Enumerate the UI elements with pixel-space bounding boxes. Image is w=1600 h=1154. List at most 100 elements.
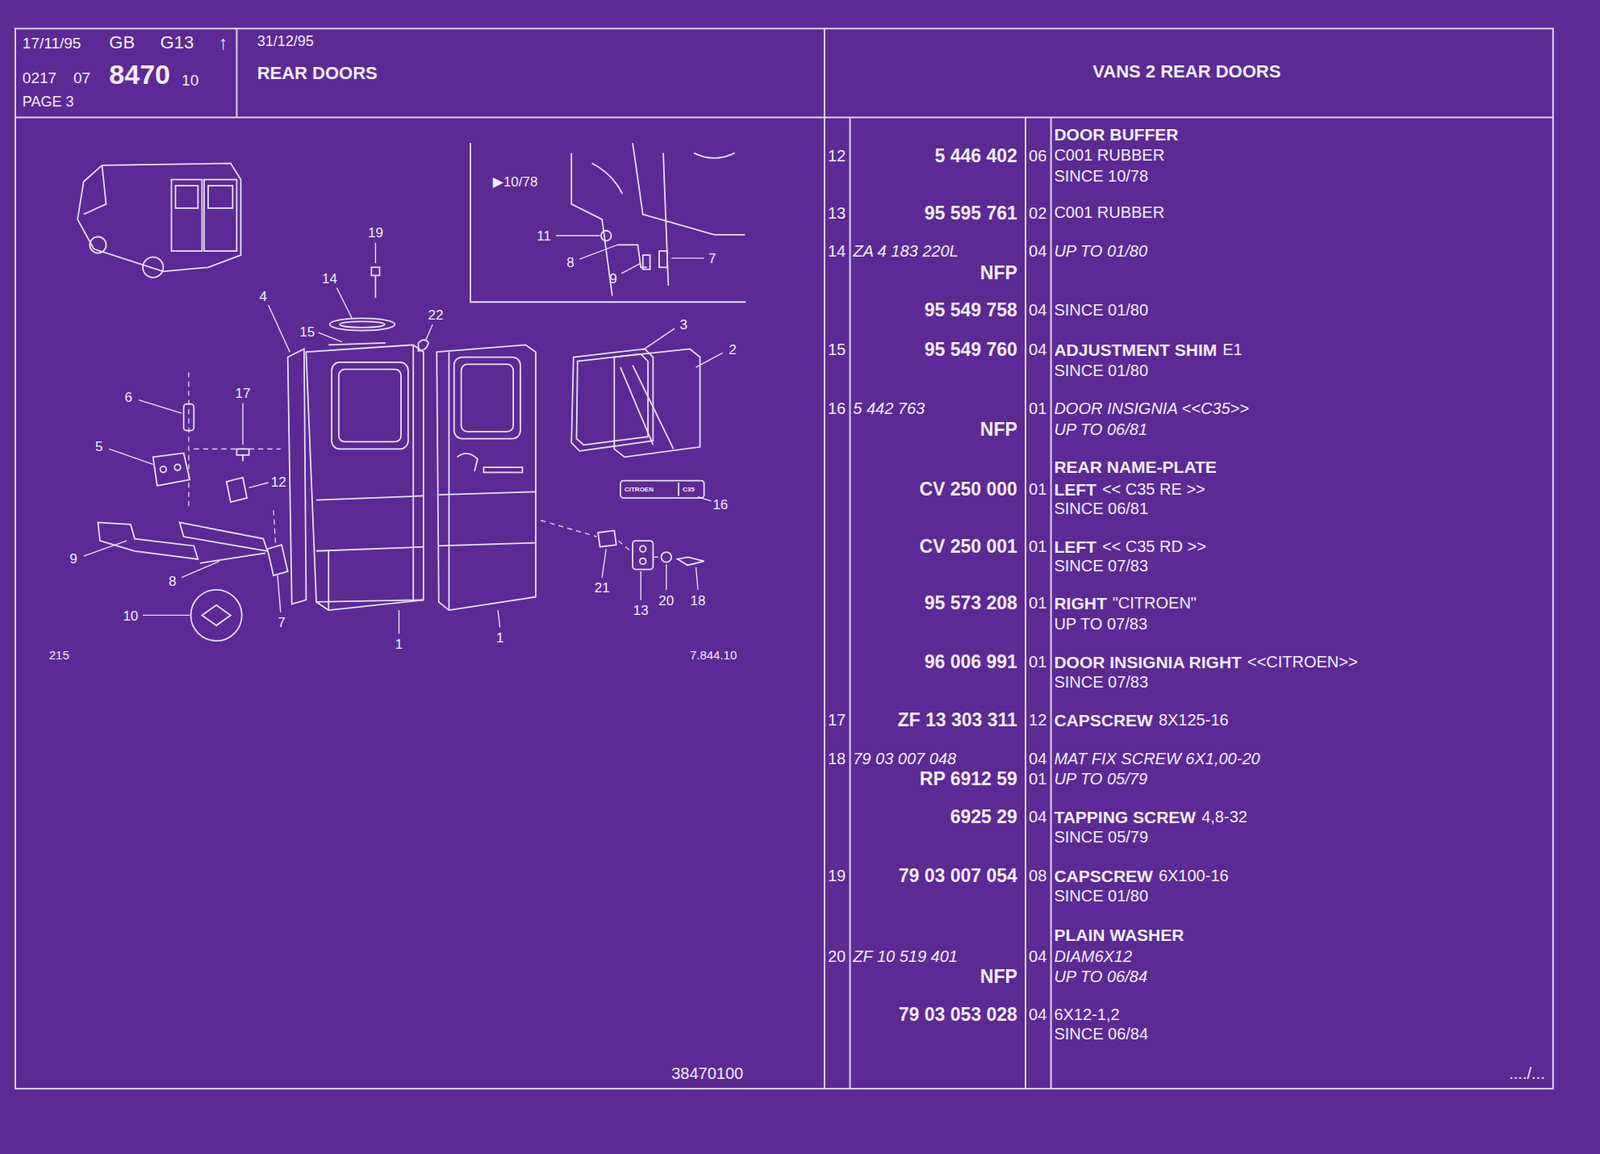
table-cell: 17 [827, 711, 846, 728]
table-cell: SINCE 01/80 [1053, 362, 1149, 379]
callout-number: 7 [277, 615, 285, 630]
callout-number: 10 [122, 608, 138, 623]
table-cell: 04 [1028, 808, 1047, 825]
callout-number: 13 [633, 603, 649, 618]
callout-number: 5 [95, 438, 103, 453]
table-cell: 16 [827, 400, 846, 417]
table-cell: 01 [1028, 770, 1047, 787]
table-cell: 6X12-1,2 [1053, 1006, 1120, 1023]
part-reference: NFP [980, 420, 1018, 439]
callout-number: 1 [496, 630, 504, 645]
table-cell: 38470100 [671, 1065, 744, 1082]
part-reference: RP 6912 59 [919, 768, 1018, 788]
part-reference: 6925 29 [950, 806, 1018, 826]
part-name: CAPSCREW [1053, 867, 1154, 885]
table-cell: 14 [827, 242, 846, 260]
callout-number: 8 [168, 573, 176, 588]
part-reference: 95 549 760 [924, 339, 1018, 359]
table-cell: "CITROEN" [1112, 594, 1197, 611]
table-cell: E1 [1222, 341, 1242, 358]
header-text: 17/11/95 [22, 35, 82, 51]
callout-number: 18 [690, 593, 707, 607]
table-cell: ZF 10 519 401 [852, 948, 958, 965]
table-cell: 5 442 763 [852, 400, 925, 417]
table-cell: SINCE 06/84 [1053, 1025, 1149, 1042]
table-cell: 04 [1028, 341, 1047, 358]
header-cell: 17/11/95 GB G13 ↑ 0217 07 8470 10PAGE 3 [15, 28, 237, 117]
callout-number: 21 [594, 580, 610, 595]
callout-number: 8 [566, 255, 574, 270]
table-cell: 01 [1028, 480, 1047, 498]
part-reference: 79 03 007 054 [898, 866, 1018, 886]
part-name: REAR NAME-PLATE [1053, 457, 1216, 475]
table-cell: C001 RUBBER [1053, 146, 1165, 163]
table-cell: 04 [1028, 750, 1047, 767]
part-name: LEFT [1053, 537, 1097, 555]
table-cell: 08 [1028, 867, 1047, 884]
part-reference: 96 006 991 [924, 651, 1018, 671]
part-reference: CV 250 001 [919, 536, 1017, 556]
part-reference: ZF 13 303 311 [898, 710, 1018, 729]
table-cell: 04 [1028, 301, 1047, 318]
table-cell: SINCE 07/83 [1053, 673, 1149, 690]
callout-number: 20 [658, 593, 674, 607]
table-cell: 8X125-16 [1158, 711, 1229, 728]
part-name: DOOR BUFFER [1053, 125, 1179, 143]
table-cell: 4,8-32 [1201, 808, 1248, 825]
callout-number: 14 [321, 271, 338, 286]
callout-number: 16 [712, 497, 728, 511]
header-text: G13 [160, 33, 195, 52]
callout-number: 4 [259, 288, 268, 303]
part-reference: NFP [980, 263, 1018, 282]
part-name: RIGHT [1053, 594, 1107, 612]
header-text: PAGE 3 [22, 94, 75, 109]
header-text: ↑ [218, 33, 229, 53]
drawing-ref: 215 [49, 647, 70, 661]
header-text: 10 [181, 71, 199, 88]
table-cell: SINCE 01/80 [1053, 301, 1149, 318]
header-text: GB [108, 33, 135, 52]
header-cell: VANS 2 REAR DOORS [824, 28, 1554, 117]
header-text: 0217 [22, 70, 57, 86]
callout-number: 6 [125, 389, 133, 404]
frame [15, 28, 1554, 1089]
table-cell: <<CITROEN>> [1247, 653, 1358, 670]
table-cell: SINCE 01/80 [1053, 887, 1149, 904]
callout-number: 11 [536, 229, 552, 243]
table-cell: 06 [1028, 147, 1047, 164]
table-cell: 04 [1028, 242, 1047, 260]
part-name: LEFT [1053, 480, 1097, 498]
header-text: REAR DOORS [257, 64, 378, 83]
callout-number: 9 [69, 551, 77, 565]
table-cell: << C35 RD >> [1102, 538, 1207, 555]
header-text: 8470 [108, 60, 171, 88]
table-cell: << C35 RE >> [1102, 480, 1206, 498]
part-reference: 95 573 208 [924, 593, 1018, 613]
table-cell: ..../... [1508, 1065, 1545, 1082]
header-text: 07 [73, 70, 91, 86]
callout-number: 19 [367, 225, 384, 240]
part-reference: 95 549 758 [924, 300, 1018, 320]
leader-line [83, 235, 723, 634]
part-name: PLAIN WASHER [1053, 926, 1184, 944]
part-name: TAPPING SCREW [1053, 807, 1196, 825]
callout-number: 3 [680, 317, 688, 332]
table-cell: 01 [1028, 400, 1047, 417]
callout-number: 7 [708, 250, 716, 265]
callout-number: 22 [428, 307, 444, 322]
table-cell: 04 [1028, 1006, 1047, 1023]
callout-number: 15 [299, 325, 315, 339]
callout-number: 1 [395, 637, 403, 652]
table-cell: 6X100-16 [1158, 867, 1229, 884]
table-cell: SINCE 07/83 [1053, 557, 1149, 574]
part-reference: 95 595 761 [924, 204, 1018, 223]
table-cell: UP TO 06/81 [1053, 421, 1148, 438]
part-reference: 79 03 053 028 [898, 1005, 1018, 1024]
table-cell: SINCE 05/79 [1053, 828, 1149, 845]
header-text: VANS 2 REAR DOORS [1092, 62, 1281, 81]
table-cell: DIAM6X12 [1053, 948, 1133, 965]
callout-number: 2 [728, 342, 736, 356]
table-cell: 19 [827, 867, 846, 884]
drawing-ref: 7.844.10 [689, 647, 737, 661]
